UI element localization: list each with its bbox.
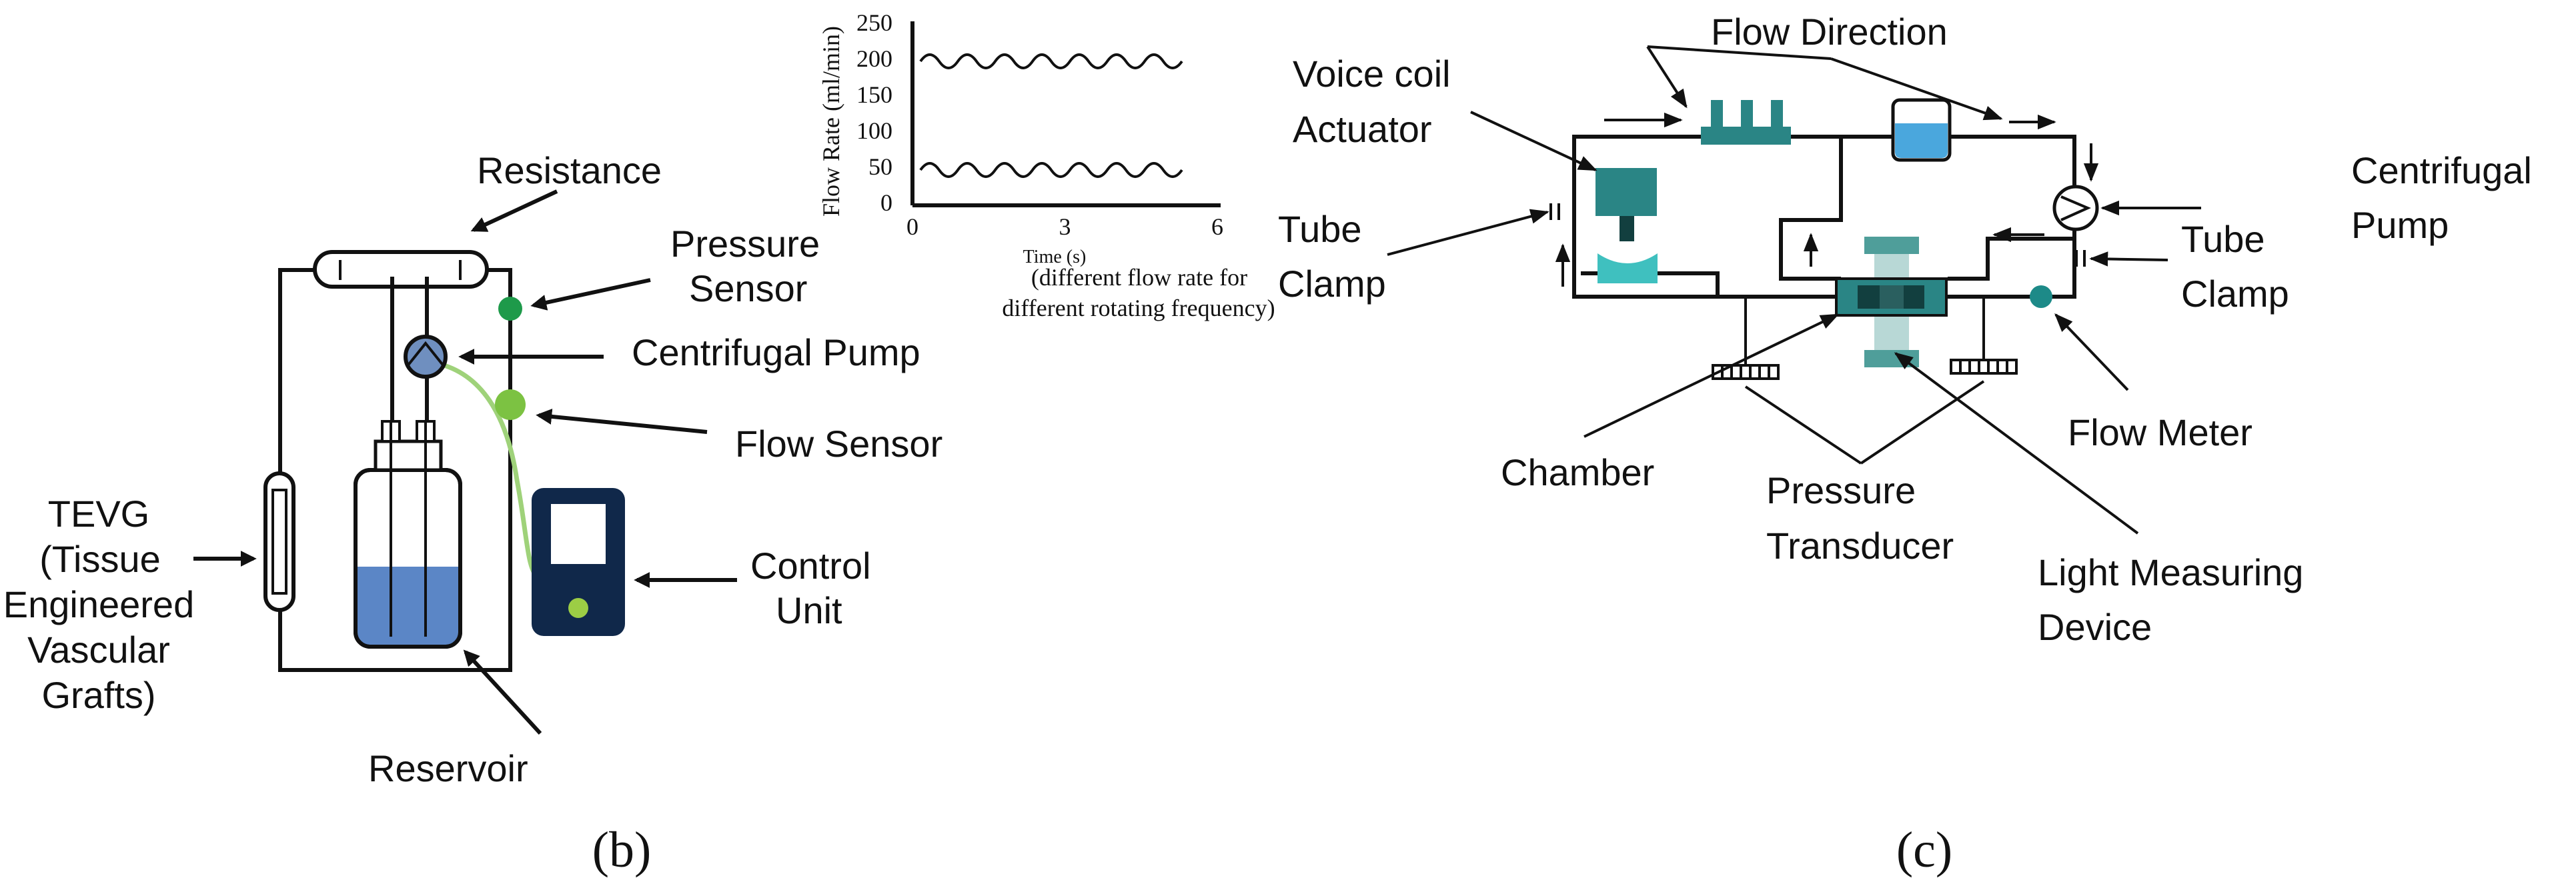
svg-text:Vascular: Vascular	[27, 629, 170, 671]
inset-x-tick-label: 6	[1211, 213, 1223, 240]
label-control-unit-2: Unit	[776, 589, 842, 631]
resistance-tube	[313, 250, 489, 289]
arrow-reservoir	[463, 649, 542, 735]
control-unit-knob	[568, 598, 588, 618]
label-pressure-sensor-1: Pressure	[670, 223, 820, 265]
inset-flow-chart: 250 200 150 100 50 0 0 3 6 Flow Rate (ml/min) T…	[818, 9, 1275, 321]
label-pressure-transducer-1: Pressure	[1766, 469, 1916, 511]
inset-y-tick-label: 100	[856, 117, 892, 144]
reservoir-cap	[374, 439, 443, 472]
panel-c-label: (c)	[1896, 822, 1952, 878]
pressure-transducer-right	[1950, 297, 2018, 375]
inset-caption-2: different rotating frequency)	[1002, 295, 1275, 321]
label-flow-meter: Flow Meter	[2068, 411, 2252, 453]
voice-coil-actuator-icon	[1595, 168, 1657, 216]
inset-y-tick-label: 50	[868, 153, 892, 180]
panel-b-label: (b)	[592, 822, 652, 878]
inset-x-axis-label: Time (s)	[1023, 247, 1087, 267]
inset-x-tick-label: 0	[906, 213, 918, 240]
label-centrifugal-pump: Centrifugal Pump	[632, 331, 920, 373]
pressure-sensor-icon	[498, 297, 522, 321]
label-flow-sensor: Flow Sensor	[735, 423, 942, 465]
flow-meter-icon	[2030, 285, 2052, 308]
label-voice-coil-1: Voice coil	[1293, 53, 1451, 95]
inset-y-tick-label: 150	[856, 81, 892, 108]
series-low-flow	[919, 162, 1183, 178]
arrow-flow-sensor	[536, 408, 708, 434]
label-centrifugal-pump-c-1: Centrifugal	[2351, 149, 2532, 191]
centrifugal-pump-icon	[404, 335, 448, 379]
label-voice-coil-2: Actuator	[1293, 108, 1432, 150]
arrow-resistance	[470, 189, 558, 232]
panel-c: Flow Direction Voice coil Actuator Tube …	[1278, 11, 2532, 878]
inset-y-tick-label: 250	[856, 9, 892, 36]
svg-text:(Tissue: (Tissue	[39, 538, 161, 580]
light-device-top	[1864, 237, 1919, 254]
label-tube-clamp-right-1: Tube	[2181, 218, 2265, 260]
label-tube-clamp-right-2: Clamp	[2181, 273, 2289, 315]
label-centrifugal-pump-c-2: Pump	[2351, 204, 2449, 246]
arrow-pressure-sensor	[530, 278, 651, 311]
green-tubing	[436, 361, 539, 579]
svg-text:TEVG: TEVG	[48, 493, 149, 535]
label-light-measuring-2: Device	[2038, 606, 2152, 648]
actuator-membrane	[1597, 253, 1658, 283]
inset-y-ticks: 250 200 150 100 50 0	[856, 9, 892, 216]
flow-sensor-icon	[495, 389, 526, 420]
label-tevg-5: Grafts)	[41, 674, 155, 716]
label-tube-clamp-left-1: Tube	[1278, 208, 1362, 250]
label-pressure-sensor-2: Sensor	[689, 267, 807, 309]
pressure-transducer-left	[1712, 297, 1780, 380]
inset-x-ticks: 0 3 6	[906, 213, 1223, 240]
label-chamber: Chamber	[1501, 451, 1654, 493]
reservoir-fluid	[358, 567, 458, 645]
inset-y-tick-label: 0	[880, 189, 892, 216]
series-high-flow	[919, 53, 1183, 69]
label-control-unit-1: Control	[750, 545, 871, 587]
inset-y-tick-label: 200	[856, 45, 892, 72]
manifold-icon	[1701, 127, 1791, 145]
svg-text:Engineered: Engineered	[3, 583, 194, 625]
panel-b: Resistance Pressure Sensor Centrifugal P…	[3, 9, 1275, 878]
label-resistance: Resistance	[477, 149, 662, 191]
inset-x-tick-label: 3	[1059, 213, 1071, 240]
label-reservoir: Reservoir	[368, 747, 528, 789]
label-tevg: TEVG (Tissue Engineered Vascular	[3, 493, 194, 671]
label-pressure-transducer-2: Transducer	[1766, 525, 1954, 567]
control-unit-screen	[550, 503, 607, 565]
label-tube-clamp-left-2: Clamp	[1278, 263, 1386, 305]
inset-caption-1: (different flow rate for	[1031, 264, 1247, 291]
inset-y-axis-label: Flow Rate (ml/min)	[818, 26, 844, 217]
label-light-measuring-1: Light Measuring	[2038, 551, 2303, 593]
label-flow-direction: Flow Direction	[1711, 11, 1948, 53]
